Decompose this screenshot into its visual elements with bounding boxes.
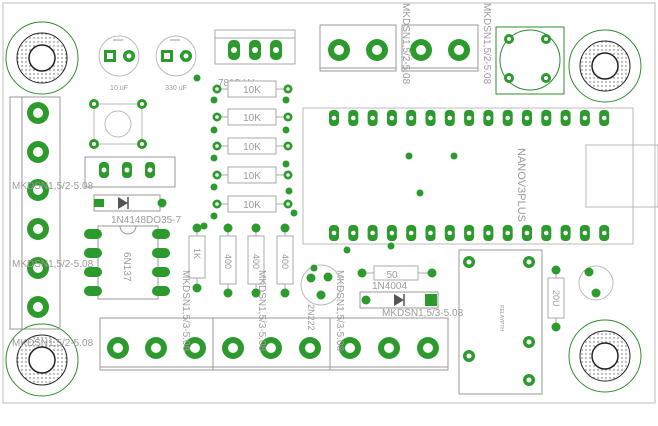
nano-pin-hole [486, 115, 491, 121]
resistor-10k-5: 10K [212, 195, 293, 213]
mounting-hole-bottom-right [568, 319, 642, 393]
capacitor-330uf: 330 uF [155, 35, 197, 92]
board-outline [2, 2, 656, 404]
push-button [89, 99, 147, 149]
nano-pin-hole [389, 115, 395, 121]
nano-pin-hole [601, 115, 607, 121]
led [578, 265, 614, 301]
nano-pin-hole [331, 230, 337, 236]
resistor-20u-label: 20U [551, 290, 561, 307]
transistor-label: 2N222 [306, 304, 316, 331]
tactile-switch-top-right [495, 26, 565, 95]
connector-left: MKDSN1,5/2-5.08 MKDSN1,5/2-5.08 MKDSN1,5… [9, 96, 94, 349]
nano-pin-hole [505, 115, 511, 121]
nano-pin-row-bottom [329, 225, 610, 241]
nano-pin-hole [544, 230, 549, 236]
resistor-400-b: 400 [247, 223, 265, 298]
header-3pin [84, 156, 176, 188]
nano-pin-hole [524, 115, 530, 121]
resistor-400-b-label: 400 [251, 254, 261, 269]
resistor-10k-3: 10K [212, 137, 293, 155]
nano-pin-hole [331, 115, 337, 121]
nano-pin-hole [601, 230, 607, 236]
nano-pin-hole [563, 230, 568, 236]
resistor-1k-label: 1K [192, 248, 202, 259]
resistor-50: 50 [357, 265, 437, 281]
nano-pin-hole [408, 230, 414, 236]
vias-resistor-area [193, 74, 298, 230]
regulator-7812: 7812 LV [214, 29, 296, 89]
connector-left-1-label: MKDSN1,5/2-5.08 [12, 181, 94, 192]
connector-bottom-3: MKDSN1,5/3-5.08 [329, 270, 449, 371]
nano-pin-hole [524, 230, 530, 236]
transistor-2n222: 2N222 [300, 264, 342, 331]
nano-pin-hole [582, 230, 588, 236]
nano-pin-hole [466, 230, 472, 236]
ic-6n137: 6N137 [84, 225, 170, 300]
nano-pin-hole [351, 115, 356, 121]
capacitor-10uf-label: 10 uF [110, 85, 128, 92]
arduino-nano-module: NANOV3PLUS [302, 107, 658, 254]
nano-pin-hole [486, 230, 491, 236]
resistor-20u: 20U [547, 265, 565, 332]
nano-pin-hole [447, 230, 453, 236]
capacitor-10uf: 10 uF [98, 35, 140, 92]
nano-pin-hole [563, 115, 568, 121]
nano-pin-hole [370, 230, 375, 236]
resistor-400-a-label: 400 [223, 254, 233, 269]
mounting-hole-top-left [5, 21, 79, 95]
nano-pin-hole [351, 230, 356, 236]
nano-label: NANOV3PLUS [515, 148, 527, 222]
nano-pin-hole [408, 115, 414, 121]
relay-label: RELAYPTH [498, 305, 504, 331]
resistor-10k-4: 10K [212, 166, 293, 184]
nano-pin-hole [447, 115, 453, 121]
diode-1n4004-label: 1N4004 [372, 281, 407, 292]
connector-bottom-1-label: MKDSN1,5/3-5.08 [180, 270, 191, 352]
connector-top-1-label: MKDSN1,5/2-5.08 [400, 3, 411, 85]
nano-pin-row-top [329, 110, 610, 126]
resistor-400-c: 400 [276, 223, 294, 298]
connector-bottom-2-label: MKDSN1,5/3-5.08 [256, 270, 267, 352]
nano-pin-hole [466, 115, 472, 121]
connector-bottom-1: MKDSN1,5/3-5.08 [99, 270, 214, 371]
nano-pin-hole [389, 230, 395, 236]
nano-pin-hole [370, 115, 375, 121]
connector-right-label: MKDSN1,5/3-5.08 [382, 308, 464, 319]
resistor-400-c-label: 400 [280, 254, 290, 269]
connector-top-2: MKDSN1,5/2-5.08 [401, 3, 492, 85]
diode-1n4004: 1N4004 MKDSN1,5/3-5.08 [359, 281, 464, 319]
resistor-10k-1-label: 10K [243, 85, 261, 96]
resistor-1k: 1K [188, 223, 206, 293]
nano-pin-hole [582, 115, 588, 121]
mounting-hole-top-right [568, 29, 642, 103]
resistor-50-label: 50 [386, 270, 398, 281]
resistor-10k-1: 10K [212, 80, 293, 98]
resistor-10k-5-label: 10K [243, 200, 261, 211]
connector-bottom-2: MKDSN1,5/3-5.08 [212, 270, 331, 371]
mounting-hole-bottom-left [5, 323, 79, 397]
nano-pin-hole [428, 230, 433, 236]
nano-pin-hole [428, 115, 433, 121]
resistor-10k-3-label: 10K [243, 142, 261, 153]
capacitor-330uf-label: 330 uF [165, 85, 187, 92]
connector-left-3-label: MKDSN1,5/2-5.08 [12, 338, 94, 349]
resistor-10k-2-label: 10K [243, 113, 261, 124]
ic-6n137-label: 6N137 [121, 252, 132, 282]
connector-top-2-label: MKDSN1,5/2-5.08 [481, 3, 492, 85]
nano-pin-hole [544, 115, 549, 121]
resistor-400-a: 400 [219, 223, 237, 298]
resistor-10k-4-label: 10K [243, 171, 261, 182]
diode-1n4148-label: 1N4148DO35-7 [111, 215, 181, 226]
connector-top-1: MKDSN1,5/2-5.08 [319, 3, 411, 85]
resistor-10k-2: 10K [212, 108, 293, 126]
diode-1n4148: 1N4148DO35-7 [93, 194, 181, 226]
nano-pin-hole [505, 230, 511, 236]
relay: RELAYPTH [458, 249, 543, 395]
connector-bottom-3-label: MKDSN1,5/3-5.08 [334, 270, 345, 352]
connector-left-2-label: MKDSN1,5/2-5.08 [12, 259, 94, 270]
